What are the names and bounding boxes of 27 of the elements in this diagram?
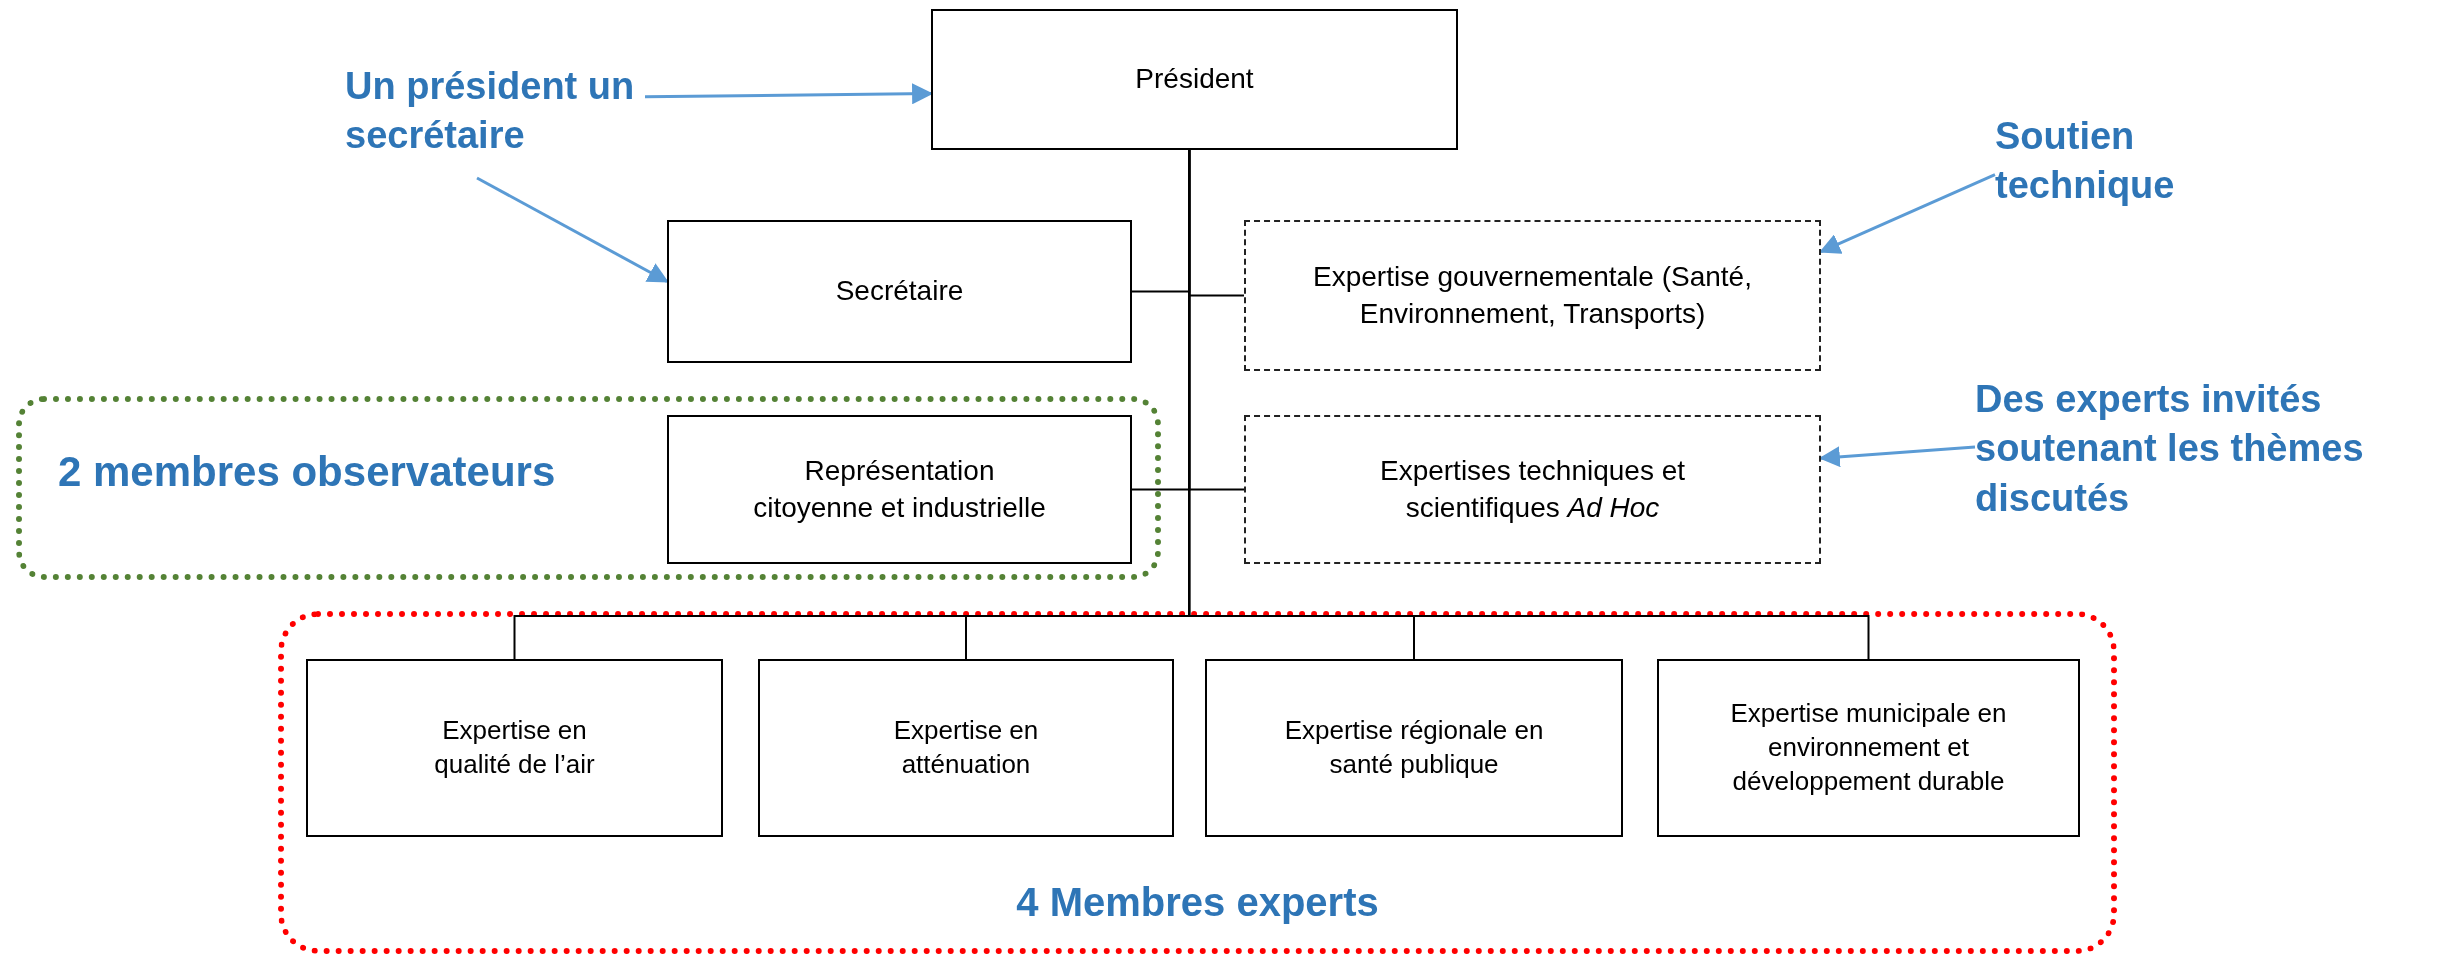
annotation-text: Soutien technique bbox=[1995, 112, 2205, 222]
org-box bbox=[931, 9, 1458, 150]
dotted-group-frame bbox=[278, 611, 2117, 954]
org-box bbox=[667, 220, 1132, 363]
box-label: Représentation citoyenne et industrielle bbox=[752, 454, 1047, 525]
box-label: Expertise en qualité de l’air bbox=[433, 714, 596, 781]
org-box bbox=[667, 415, 1132, 564]
annotation-text: Des experts invités soutenant les thèmes discutés bbox=[1975, 375, 2395, 555]
dashed-org-box bbox=[1244, 415, 1821, 564]
connector-line bbox=[1188, 149, 1870, 660]
org-box bbox=[1205, 659, 1623, 837]
box-label: Secrétaire bbox=[835, 274, 964, 309]
box-label: Expertise municipale en environnement et développement durable bbox=[1729, 697, 2008, 798]
org-box bbox=[1657, 659, 2080, 837]
box-label: Expertise régionale en santé publique bbox=[1283, 714, 1545, 781]
box-label: Expertise en atténuation bbox=[892, 714, 1040, 781]
arrow bbox=[476, 176, 669, 283]
group-label: 4 Membres experts bbox=[1015, 879, 1380, 926]
dashed-org-box bbox=[1244, 220, 1821, 371]
box-label: Président bbox=[1135, 62, 1254, 97]
group-label: 2 membres observateurs bbox=[58, 447, 556, 497]
org-box bbox=[306, 659, 723, 837]
box-label: Expertise gouvernementale (Santé, Environnement, Transports) bbox=[1312, 260, 1753, 331]
dotted-group-frame bbox=[16, 396, 1161, 580]
annotation-text: Un président un secrétaire bbox=[345, 62, 645, 178]
org-box bbox=[758, 659, 1174, 837]
box-label: Expertises techniques et scientifiques Ad Hoc bbox=[1378, 454, 1687, 525]
